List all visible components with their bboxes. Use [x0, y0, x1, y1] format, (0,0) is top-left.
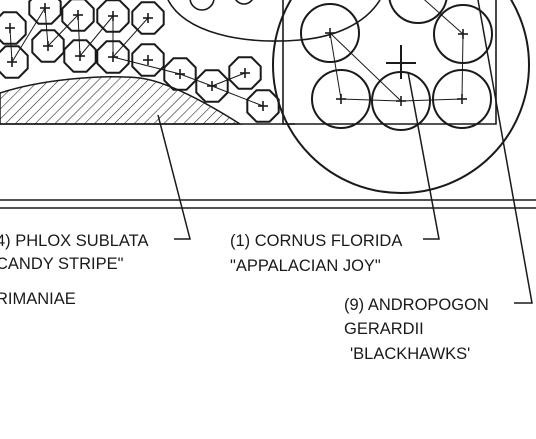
plant-connector-line — [329, 32, 342, 100]
plant-connector-line — [44, 7, 49, 47]
hatched-planting-bed — [0, 76, 243, 125]
plant-connector-line — [211, 85, 264, 107]
plant-connector-line — [461, 33, 464, 100]
phlox-leader-line — [157, 114, 191, 240]
plant-connector-line — [329, 32, 402, 102]
phlox-plant-octagon — [0, 11, 27, 45]
plant-connector-line — [11, 7, 46, 63]
phlox-label-line2: CANDY STRIPE" — [0, 255, 124, 273]
plant-connector-line — [179, 73, 213, 87]
andropogon-label-line2: GERARDII — [344, 320, 424, 338]
cornus-label-line1: (1) CORNUS FLORIDA — [230, 232, 402, 250]
cornus-leader-line — [407, 71, 440, 240]
plant-connector-line — [112, 17, 149, 58]
grass-plant-circle — [388, 0, 448, 24]
cropped-shrub — [235, 0, 253, 5]
plant-connector-line — [211, 72, 246, 87]
plant-connector-line — [47, 14, 79, 47]
phlox-plant-octagon — [0, 45, 29, 79]
cropped-shrub — [189, 0, 215, 11]
cornus-label-line2: "APPALACIAN JOY" — [230, 257, 381, 275]
tree-center-mark — [386, 45, 416, 79]
grass-plant-group — [300, 0, 493, 131]
rimaniae-label: RIMANIAE — [0, 290, 76, 308]
plant-connector-line — [79, 15, 114, 57]
plant-connector-line — [112, 56, 181, 75]
andropogon-label-line1: (9) ANDROPOGON — [344, 296, 489, 314]
andropogon-leader-line — [477, 0, 533, 304]
phlox-label-line1: 4) PHLOX SUBLATA — [0, 232, 149, 250]
andropogon-label-line3: 'BLACKHAWKS' — [350, 345, 470, 363]
large-bed-outline — [167, 0, 381, 42]
phlox-plant-group — [0, 0, 280, 123]
plant-connector-line — [77, 14, 81, 57]
plant-connector-line — [423, 0, 464, 35]
plant-connector-line — [340, 98, 402, 102]
plant-connector-line — [9, 27, 13, 63]
tree-canopy-circle — [272, 0, 530, 194]
plant-connector-line — [400, 98, 463, 102]
phlox-plant-octagon — [131, 43, 165, 77]
rectangular-bed-outline — [282, 0, 497, 125]
